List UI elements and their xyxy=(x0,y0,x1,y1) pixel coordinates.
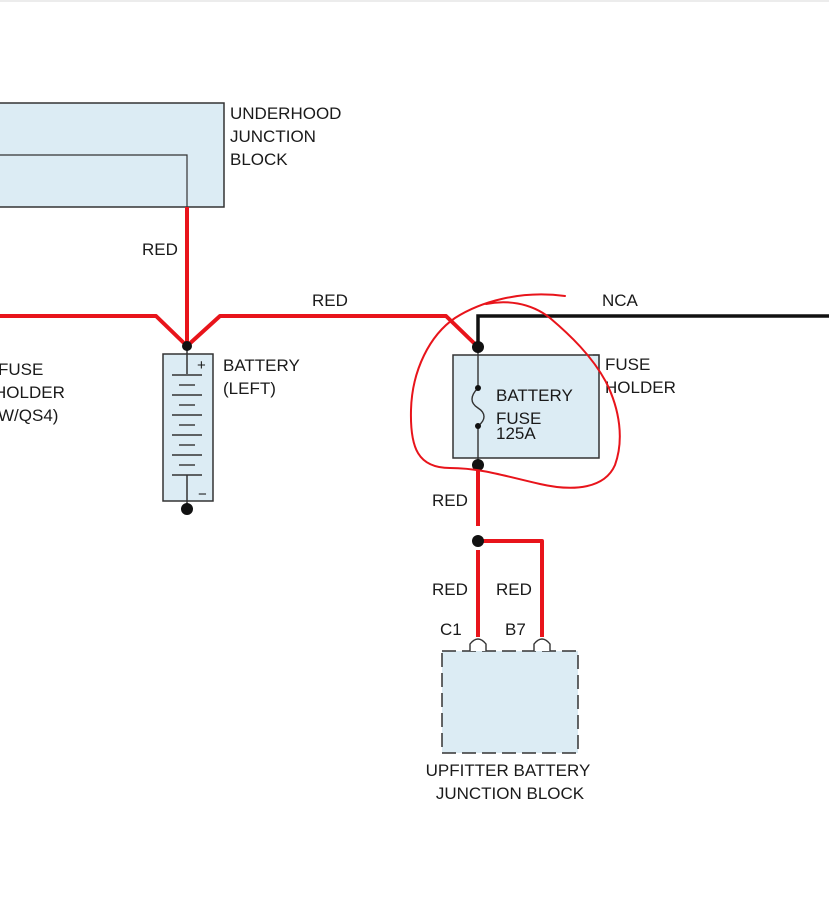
fuse-holder-label-line1: FUSE xyxy=(605,355,650,374)
fuse-rating: 125A xyxy=(496,424,536,443)
fuse-contact-bottom xyxy=(475,423,481,429)
battery-label-line1: BATTERY xyxy=(223,356,300,375)
label-wire-main-bus: RED xyxy=(312,291,348,310)
fuse-element-icon xyxy=(471,387,485,427)
underhood-label-line3: BLOCK xyxy=(230,150,288,169)
connector-c1-icon xyxy=(469,638,487,651)
wire-nca xyxy=(476,314,829,346)
red-wires xyxy=(0,207,544,637)
left-fuse-holder-line3: W/QS4) xyxy=(0,406,58,425)
wire-branch-b7 xyxy=(478,539,544,637)
underhood-label-line2: JUNCTION xyxy=(230,127,316,146)
battery-negative-node xyxy=(181,503,193,515)
wire-main-bus-left xyxy=(0,314,189,348)
battery-cells xyxy=(172,374,202,476)
label-wire-branch-b7: RED xyxy=(496,580,532,599)
battery-body xyxy=(162,353,214,502)
left-fuse-holder-line2: HOLDER xyxy=(0,383,65,402)
underhood-internal-trace xyxy=(0,154,188,207)
fuse-holder-output-node xyxy=(472,459,484,471)
upfitter-label-line1: UPFITTER BATTERY xyxy=(426,761,591,780)
fuse-holder: BATTERY FUSE 125A FUSE HOLDER xyxy=(452,341,676,471)
label-wire-fuse-out: RED xyxy=(432,491,468,510)
label-wire-branch-c1: RED xyxy=(432,580,468,599)
upfitter-label-line2: JUNCTION BLOCK xyxy=(436,784,585,803)
battery-minus-sign: − xyxy=(198,486,207,503)
battery-left: + − BATTERY (LEFT) xyxy=(162,341,300,515)
battery-label-line2: (LEFT) xyxy=(223,379,276,398)
left-fuse-holder-label: FUSE HOLDER W/QS4) xyxy=(0,360,65,425)
upfitter-battery-junction-block: C1 B7 UPFITTER BATTERY JUNCTION BLOCK xyxy=(426,620,591,803)
battery-plus-sign: + xyxy=(197,357,206,374)
battery-positive-node xyxy=(182,341,192,351)
fuse-contact-top xyxy=(475,385,481,391)
markup-highlight-circle xyxy=(409,293,621,489)
connector-b7-icon xyxy=(533,638,551,651)
fuse-label-line2: FUSE xyxy=(496,409,541,428)
label-wire-nca: NCA xyxy=(602,291,639,310)
fuse-label-line1: BATTERY xyxy=(496,386,573,405)
underhood-label-line1: UNDERHOOD xyxy=(230,104,341,123)
splice-node xyxy=(472,535,484,547)
pin-c1-label: C1 xyxy=(440,620,462,639)
fuse-holder-input-node xyxy=(472,341,484,353)
pin-b7-label: B7 xyxy=(505,620,526,639)
underhood-junction-block: UNDERHOOD JUNCTION BLOCK xyxy=(0,102,341,208)
upfitter-block-box xyxy=(441,650,579,754)
fuse-holder-label-bracket xyxy=(593,354,600,370)
wire-main-bus-right xyxy=(185,314,479,348)
label-wire-underhood-drop: RED xyxy=(142,240,178,259)
fuse-holder-label-line2: HOLDER xyxy=(605,378,676,397)
left-fuse-holder-line1: FUSE xyxy=(0,360,43,379)
